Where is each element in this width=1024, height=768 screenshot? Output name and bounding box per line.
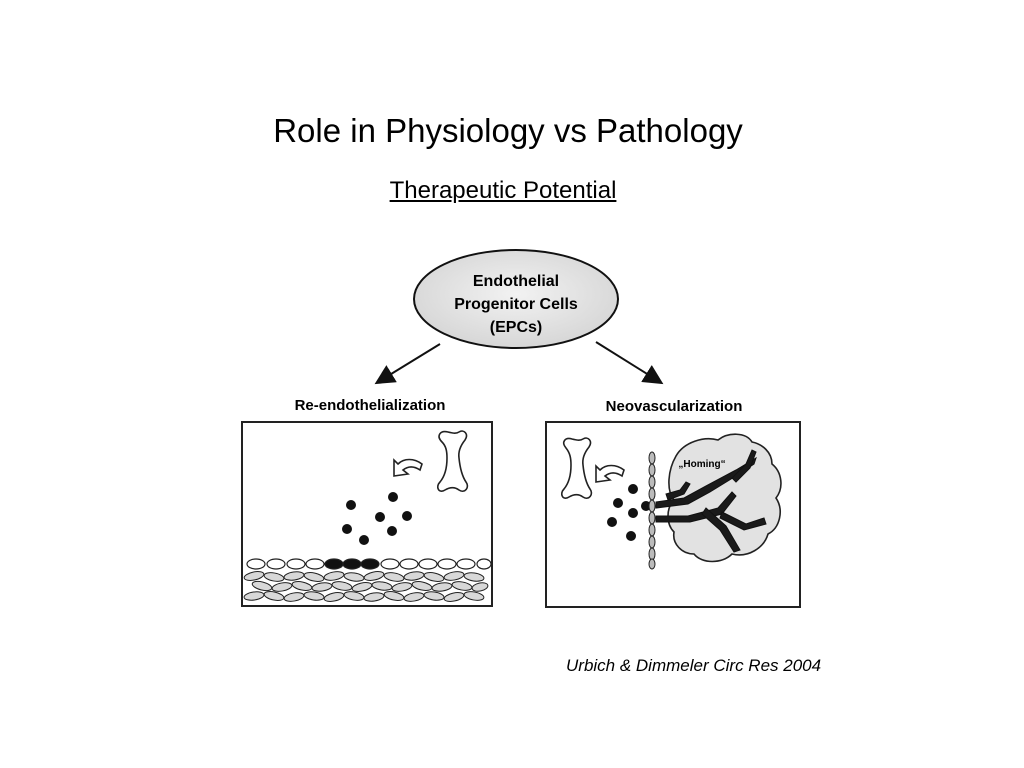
epc-diagram: Endothelial Progenitor Cells (EPCs) Re-e… (236, 246, 806, 614)
epc-node-line-2: Progenitor Cells (454, 296, 578, 313)
epc-node-line-1: Endothelial (473, 273, 559, 290)
bone-icon (437, 430, 469, 492)
arrow-to-neovascularization (595, 341, 664, 385)
curved-arrow-icon (595, 464, 625, 483)
epc-node-line-3: (EPCs) (490, 319, 542, 336)
bone-icon (561, 437, 593, 499)
vessel-wall (648, 451, 656, 570)
ischemic-tissue (667, 433, 782, 563)
circulating-epcs (607, 484, 651, 541)
slide-subtitle: Therapeutic Potential (389, 177, 617, 204)
neovascularization-label: Neovascularization (606, 398, 743, 415)
citation: Urbich & Dimmeler Circ Res 2004 (566, 656, 822, 675)
neovascularization-panel: „Homing“ (545, 421, 801, 608)
vessel-wall-cells (243, 571, 489, 602)
endothelial-layer (246, 558, 492, 570)
arrow-to-reendothelialization (374, 343, 441, 385)
epc-node: Endothelial Progenitor Cells (EPCs) (413, 249, 619, 349)
curved-arrow-icon (393, 458, 423, 477)
slide-title: Role in Physiology vs Pathology (273, 112, 743, 149)
sprouting-vessels (655, 449, 767, 553)
reendothelialization-label: Re-endothelialization (295, 397, 446, 414)
homing-label: „Homing“ (678, 459, 725, 470)
reendothelialization-panel (241, 421, 493, 607)
circulating-epcs (342, 492, 412, 545)
